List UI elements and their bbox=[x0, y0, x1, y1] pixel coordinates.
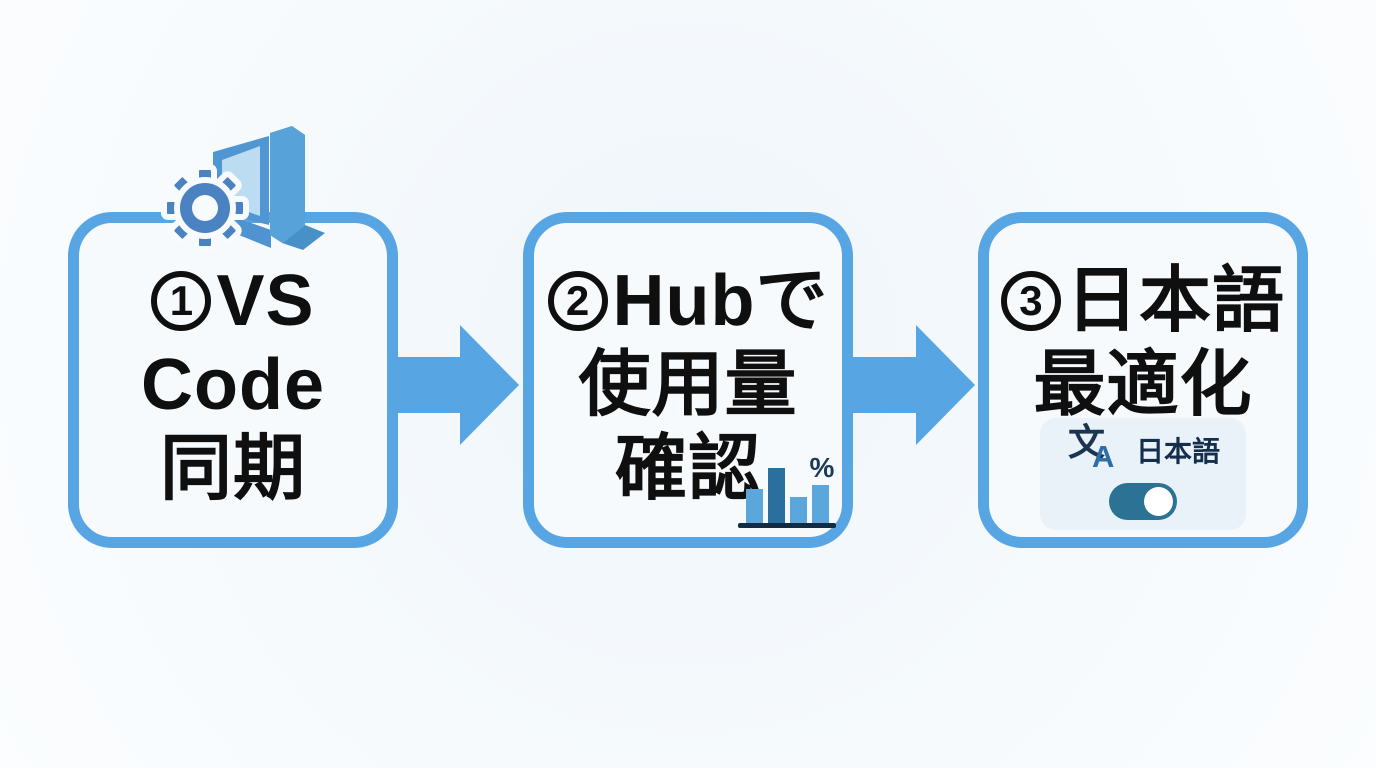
step-1-line-2: Code bbox=[141, 343, 325, 427]
step-3-line-1: 3 日本語 bbox=[1000, 259, 1285, 343]
vscode-gear-icon bbox=[161, 126, 325, 252]
toggle-knob bbox=[1144, 487, 1173, 516]
translate-icon-latin-char: A bbox=[1091, 439, 1115, 474]
step-2-line-1: 2 Hubで bbox=[547, 259, 829, 343]
gear-icon bbox=[161, 164, 249, 252]
step-2-line-2: 使用量 bbox=[578, 343, 797, 427]
step-1-text-3: 同期 bbox=[159, 429, 306, 509]
step-2-number-badge: 2 bbox=[547, 271, 608, 331]
step-2-text-1: Hubで bbox=[612, 261, 829, 341]
language-row: 文 A 日本語 bbox=[1066, 424, 1220, 476]
language-toggle-switch bbox=[1109, 483, 1177, 520]
translate-icon-cjk-char: 文 bbox=[1067, 422, 1105, 463]
step-1-number-badge: 1 bbox=[151, 271, 212, 331]
step-2-text-2: 使用量 bbox=[578, 345, 798, 425]
percent-label: % bbox=[810, 452, 835, 483]
step-1-text-2: Code bbox=[141, 345, 325, 425]
step-2-hub-usage: 2 Hubで 使用量 確認 % bbox=[523, 212, 853, 548]
arrow-step2-to-step3 bbox=[853, 325, 975, 445]
step-1-line-1: 1 VS bbox=[151, 259, 314, 343]
step-2-text-3: 確認 bbox=[614, 429, 761, 509]
language-panel: 文 A 日本語 bbox=[1040, 418, 1246, 530]
arrow-step1-to-step2 bbox=[397, 325, 519, 445]
step-3-text-1: 日本語 bbox=[1065, 261, 1285, 341]
step-1-text-1: VS bbox=[216, 261, 315, 341]
step-3-text-2: 最適化 bbox=[1033, 345, 1253, 425]
step-3-japanese-optimize: 3 日本語 最適化 文 A 日本語 bbox=[978, 212, 1308, 548]
step-3-number-badge: 3 bbox=[1000, 271, 1061, 331]
chart-baseline bbox=[738, 523, 836, 528]
translate-icon: 文 A bbox=[1066, 424, 1124, 476]
language-label: 日本語 bbox=[1135, 436, 1220, 467]
step-1-vscode-sync: 1 VS Code 同期 bbox=[68, 212, 398, 548]
step-1-line-3: 同期 bbox=[160, 427, 306, 511]
usage-bar-chart-icon: % bbox=[738, 452, 836, 528]
step-2-line-3: 確認 bbox=[615, 427, 761, 511]
step-3-line-2: 最適化 bbox=[1033, 343, 1252, 427]
